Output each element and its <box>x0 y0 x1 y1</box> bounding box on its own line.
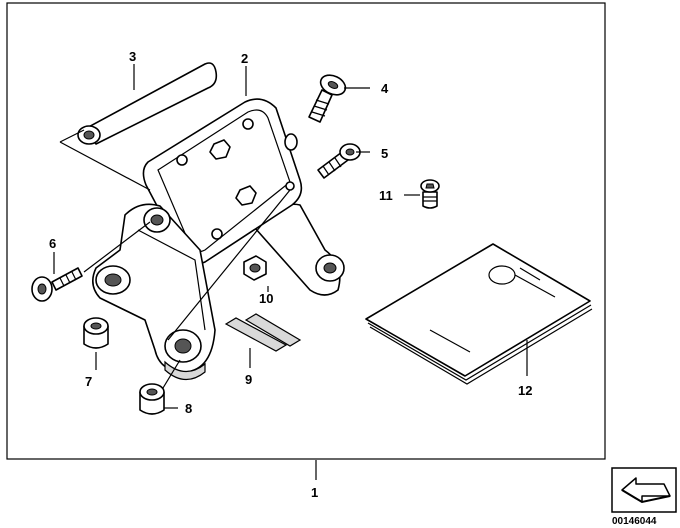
part-bolt-5 <box>317 143 361 179</box>
leader-lines <box>53 64 528 480</box>
part-spacer-8 <box>139 383 165 415</box>
part-nut-10 <box>243 255 267 281</box>
part-spacer-7 <box>83 317 109 349</box>
diagram-frame <box>6 2 606 460</box>
callout-10: 10 <box>259 291 273 306</box>
callout-12: 12 <box>518 383 532 398</box>
reference-box: 00146044 <box>611 467 677 527</box>
part-tube <box>77 62 218 145</box>
callout-9: 9 <box>245 372 252 387</box>
callout-3: 3 <box>129 49 136 64</box>
callout-2: 2 <box>241 51 248 66</box>
callout-4: 4 <box>381 81 389 96</box>
callout-8: 8 <box>185 401 192 416</box>
part-screw-11 <box>420 179 440 209</box>
assembly-guide-lines <box>59 129 291 389</box>
part-bolt-6 <box>31 267 83 302</box>
callout-5: 5 <box>381 146 388 161</box>
callout-6: 6 <box>49 236 56 251</box>
part-booklet-12 <box>365 243 593 385</box>
part-main-bracket <box>92 98 345 381</box>
callout-7: 7 <box>85 374 92 389</box>
part-bolt-4 <box>308 74 347 123</box>
part-strips-9 <box>224 313 302 352</box>
callout-1: 1 <box>311 485 318 500</box>
callout-11: 11 <box>379 188 393 203</box>
reference-number: 00146044 <box>612 516 657 527</box>
